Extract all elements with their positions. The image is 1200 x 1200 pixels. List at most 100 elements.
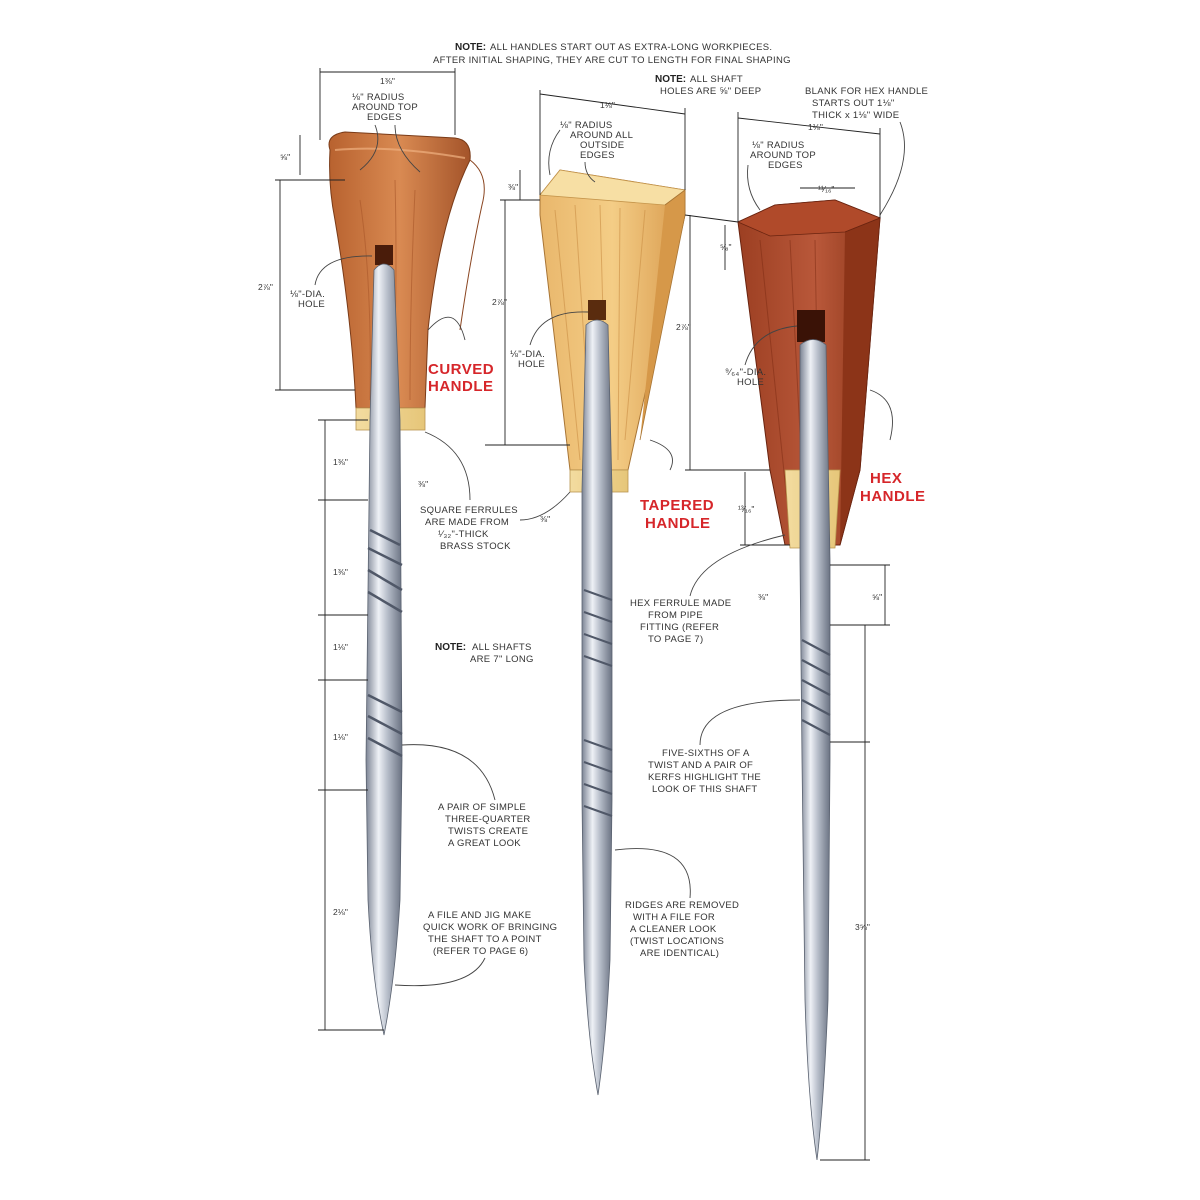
tapered-handle-title-1: TAPERED xyxy=(640,497,714,514)
square-ferrules-1: SQUARE FERRULES xyxy=(420,505,518,516)
hex-top-width: 1⅛" xyxy=(808,122,823,132)
hex-radius-1: ⅛" RADIUS xyxy=(752,140,805,151)
top-note: NOTE: ALL HANDLES START OUT AS EXTRA-LON… xyxy=(433,42,791,66)
tapered-twist-upper xyxy=(583,589,613,667)
curved-twist-upper xyxy=(367,528,403,614)
shafts-note-line1: ALL SHAFTS xyxy=(472,642,532,653)
curved-seg2: 1⅜" xyxy=(333,567,348,577)
three-quarter-1: A PAIR OF SIMPLE xyxy=(438,802,526,813)
three-quarter-callout: A PAIR OF SIMPLE THREE-QUARTER TWISTS CR… xyxy=(401,744,531,849)
file-jig-2: QUICK WORK OF BRINGING xyxy=(423,922,557,933)
hex-ferrule-2: FROM PIPE xyxy=(648,610,703,621)
hex-ferrule-3: FITTING (REFER xyxy=(640,622,719,633)
hex-side-dim: ⁵⁄₈" xyxy=(720,242,731,252)
hex-radius-3: EDGES xyxy=(768,160,803,171)
file-jig-4: (REFER TO PAGE 6) xyxy=(433,946,528,957)
three-quarter-2: THREE-QUARTER xyxy=(445,814,531,825)
curved-radius-2: AROUND TOP xyxy=(352,102,418,113)
three-quarter-4: A GREAT LOOK xyxy=(448,838,521,849)
ridges-1: RIDGES ARE REMOVED xyxy=(625,900,739,911)
hex-dimensions: 1⅛" ⅛" RADIUS AROUND TOP EDGES ¹¹⁄₁₆" 2⅞… xyxy=(676,112,893,1161)
hex-ferrule-callout: HEX FERRULE MADE FROM PIPE FITTING (REFE… xyxy=(630,534,786,645)
hex-twist xyxy=(801,639,831,736)
hex-ferrule-gap: ⅜" xyxy=(758,592,768,602)
tapered-radius-1: ⅛" RADIUS xyxy=(560,120,613,131)
curved-shaft-hole xyxy=(375,245,393,265)
square-ferrules-3: ¹⁄₃₂"-THICK xyxy=(438,529,489,540)
shafts-note: NOTE: ALL SHAFTS ARE 7" LONG xyxy=(435,642,534,665)
hex-awl: HEX HANDLE xyxy=(737,199,925,1161)
shafts-note-label: NOTE: xyxy=(435,642,466,653)
holes-note-line1: ALL SHAFT xyxy=(690,74,743,85)
tapered-height: 2⅞" xyxy=(492,297,507,307)
hex-hole-1: ⁹⁄₆₄"-DIA. xyxy=(725,367,766,378)
tapered-ferrule-dim: ⅜" xyxy=(540,514,550,524)
tapered-radius-4: EDGES xyxy=(580,150,615,161)
curved-dimensions: 1⅜" ⅛" RADIUS AROUND TOP EDGES ⅝" 2⅞" ⅛"… xyxy=(258,68,466,1031)
hex-shaft xyxy=(799,339,831,1161)
curved-shaft xyxy=(365,263,403,1036)
file-jig-callout: A FILE AND JIG MAKE QUICK WORK OF BRINGI… xyxy=(394,910,557,987)
hex-seg2: 3⅝" xyxy=(855,922,870,932)
tapered-top-width: 1⅛" xyxy=(600,100,615,110)
tapered-radius-3: OUTSIDE xyxy=(580,140,624,151)
ridges-3: A CLEANER LOOK xyxy=(630,924,717,935)
hex-hole-2: HOLE xyxy=(737,377,764,388)
hex-blank-leader xyxy=(879,121,905,216)
curved-twist-lower xyxy=(367,693,403,758)
five-sixths-1: FIVE-SIXTHS OF A xyxy=(662,748,750,759)
square-ferrules-4: BRASS STOCK xyxy=(440,541,511,552)
five-sixths-4: LOOK OF THIS SHAFT xyxy=(652,784,758,795)
hex-handle-title-1: HEX xyxy=(870,470,902,487)
file-jig-3: THE SHAFT TO A POINT xyxy=(428,934,542,945)
hex-height: 2⅞" xyxy=(676,322,691,332)
curved-seg4: 1⅛" xyxy=(333,732,348,742)
hex-ferrule-1: HEX FERRULE MADE xyxy=(630,598,731,609)
curved-hole-2: HOLE xyxy=(298,299,325,310)
ridges-4: (TWIST LOCATIONS xyxy=(630,936,724,947)
hex-ferrule-len: ¹³⁄₁₆" xyxy=(738,504,754,514)
hex-radius-2: AROUND TOP xyxy=(750,150,816,161)
hex-shaft-hole xyxy=(797,310,825,342)
curved-seg3: 1⅛" xyxy=(333,642,348,652)
hex-blank-line1: BLANK FOR HEX HANDLE xyxy=(805,86,928,97)
three-quarter-3: TWISTS CREATE xyxy=(448,826,528,837)
top-note-line2: AFTER INITIAL SHAPING, THEY ARE CUT TO L… xyxy=(433,55,791,66)
hex-flat-dim: ¹¹⁄₁₆" xyxy=(818,184,834,194)
curved-top-depth: ⅝" xyxy=(280,152,290,162)
tapered-awl: TAPERED HANDLE xyxy=(539,169,714,1096)
ridges-callout: RIDGES ARE REMOVED WITH A FILE FOR A CLE… xyxy=(614,848,739,959)
top-note-label: NOTE: xyxy=(455,42,486,53)
curved-seg1: 1⅜" xyxy=(333,457,348,467)
five-sixths-callout: FIVE-SIXTHS OF A TWIST AND A PAIR OF KER… xyxy=(648,699,801,795)
five-sixths-3: KERFS HIGHLIGHT THE xyxy=(648,772,761,783)
ridges-2: WITH A FILE FOR xyxy=(633,912,715,923)
curved-handle-title-2: HANDLE xyxy=(428,378,494,395)
square-ferrules-2: ARE MADE FROM xyxy=(425,517,509,528)
tapered-shaft-hole xyxy=(588,300,606,320)
top-note-line1: ALL HANDLES START OUT AS EXTRA-LONG WORK… xyxy=(490,42,772,53)
hex-blank-line3: THICK x 1⅛" WIDE xyxy=(812,110,899,121)
hex-blank-line2: STARTS OUT 1⅛" xyxy=(812,98,895,109)
holes-note-line2: HOLES ARE ⅝" DEEP xyxy=(660,86,761,97)
tapered-handle-title-2: HANDLE xyxy=(645,515,711,532)
curved-hole-1: ⅛"-DIA. xyxy=(290,289,325,300)
tapered-radius-2: AROUND ALL xyxy=(570,130,633,141)
tapered-hole-1: ⅛"-DIA. xyxy=(510,349,545,360)
holes-note: NOTE: ALL SHAFT HOLES ARE ⅝" DEEP xyxy=(655,74,761,97)
tapered-hole-2: HOLE xyxy=(518,359,545,370)
curved-handle-title-1: CURVED xyxy=(428,361,494,378)
curved-handle-body xyxy=(328,131,471,409)
curved-seg5: 2⅛" xyxy=(333,907,348,917)
curved-radius-3: EDGES xyxy=(367,112,402,123)
hex-blank-note: BLANK FOR HEX HANDLE STARTS OUT 1⅛" THIC… xyxy=(805,86,928,216)
tapered-shaft xyxy=(581,319,613,1096)
file-jig-1: A FILE AND JIG MAKE xyxy=(428,910,531,921)
curved-awl: CURVED HANDLE xyxy=(328,131,494,1036)
tapered-twist-lower xyxy=(583,739,613,817)
tapered-top-depth: ⅜" xyxy=(508,182,518,192)
shafts-note-line2: ARE 7" LONG xyxy=(470,654,534,665)
curved-ferrule-dim: ⅜" xyxy=(418,479,428,489)
hex-ferrule-4: TO PAGE 7) xyxy=(648,634,703,645)
